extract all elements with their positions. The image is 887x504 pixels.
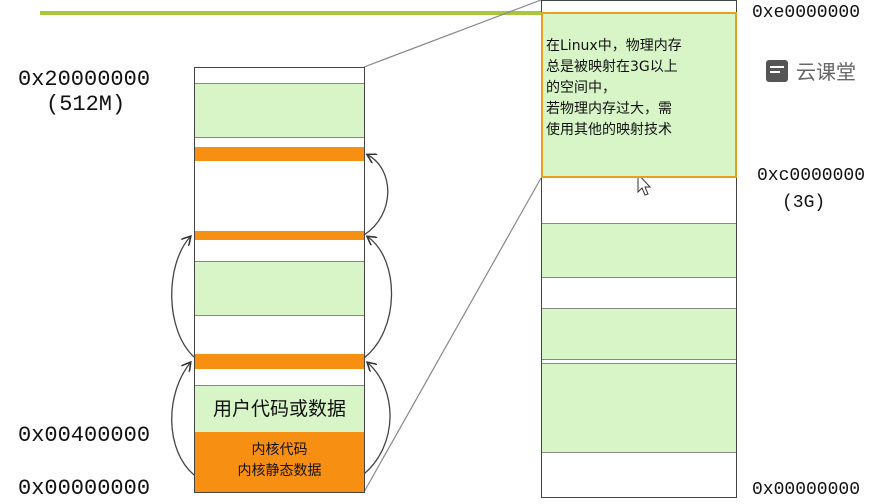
note-line-1: 在Linux中，物理内存	[546, 38, 682, 54]
left-block-orange-2	[195, 231, 364, 240]
right-block-green-1	[542, 223, 736, 278]
kernel-data-label: 内核静态数据	[237, 463, 322, 479]
left-addr-user-start: 0x00400000	[18, 423, 151, 448]
swap-arrow-4	[171, 237, 195, 358]
mouse-cursor	[637, 172, 652, 196]
right-block-green-2	[542, 308, 736, 360]
note-line-4: 若物理内存过大，需	[546, 101, 672, 117]
swap-arrow-1	[363, 155, 389, 236]
watermark-logo-icon	[766, 59, 788, 82]
note-line-2: 总是被映射在3G以上	[546, 59, 678, 75]
right-addr-kernel-base: 0xc0000000	[757, 166, 866, 186]
left-block-orange-3	[195, 354, 364, 369]
watermark-text: 云课堂	[796, 60, 856, 84]
left-addr-bottom: 0x00000000	[18, 476, 151, 501]
kernel-code-block: 内核代码 内核静态数据	[195, 432, 364, 492]
connector-bottom	[363, 177, 542, 493]
left-block-orange-1	[195, 147, 364, 161]
right-block-green-3	[542, 363, 736, 453]
user-code-block: 用户代码或数据	[195, 385, 364, 432]
note-text: 在Linux中，物理内存 总是被映射在3G以上 的空间中， 若物理内存过大，需 …	[546, 36, 732, 141]
swap-arrow-3	[363, 363, 391, 475]
left-block-green-1	[195, 83, 364, 138]
left-size-label: (512M)	[46, 92, 126, 117]
left-addr-top: 0x20000000	[18, 67, 151, 92]
swap-arrow-5	[171, 363, 195, 476]
left-memory-column	[194, 67, 365, 493]
note-line-5: 使用其他的映射技术	[546, 122, 672, 138]
swap-arrow-2	[363, 237, 393, 359]
right-addr-top: 0xe0000000	[752, 3, 861, 23]
kernel-code-label: 内核代码	[251, 442, 308, 458]
left-block-green-2	[195, 261, 364, 316]
kernel-space-block	[541, 12, 737, 178]
connector-top	[363, 0, 542, 68]
watermark: 云课堂	[766, 56, 856, 85]
right-memory-column	[541, 0, 737, 498]
right-addr-bottom: 0x00000000	[752, 480, 861, 500]
right-size-label: (3G)	[782, 193, 826, 213]
note-line-3: 的空间中，	[546, 80, 616, 96]
